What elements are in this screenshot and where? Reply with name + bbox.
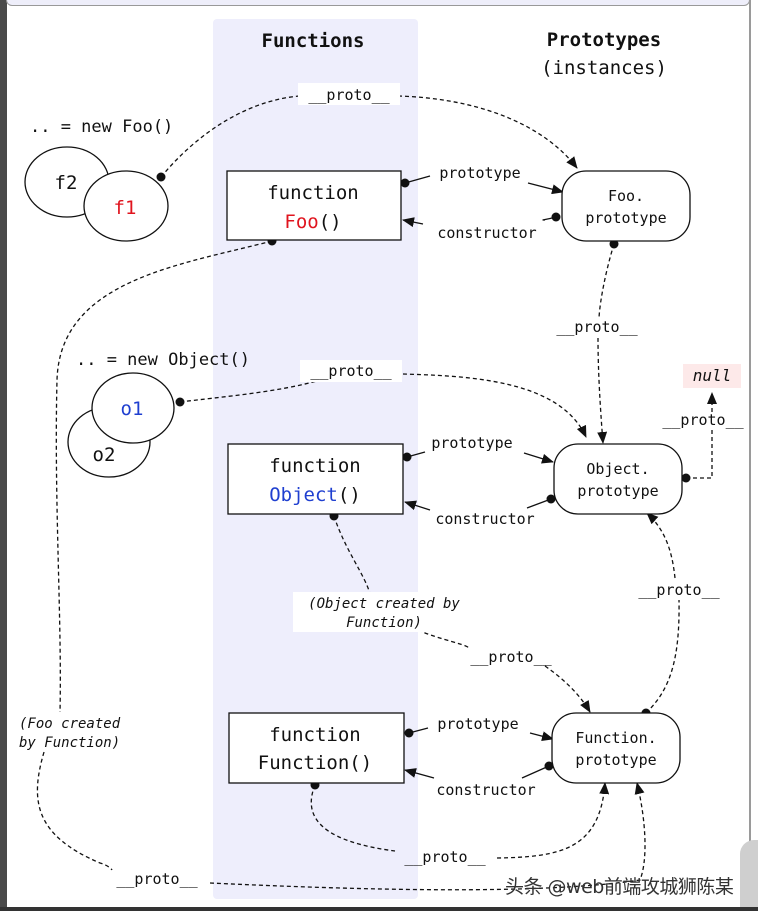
dot-fooproto-constructor [551, 212, 561, 222]
label-function-prototype: prototype [437, 715, 518, 733]
note-foo-created-line1: (Foo created [19, 716, 121, 732]
edge-function-fn-proto [310, 784, 396, 852]
function-prototype-line1: Function. [575, 729, 656, 747]
dot-object-prototype [402, 452, 412, 462]
dot-objproto-constructor [546, 494, 556, 504]
prototypes-subheader: (instances) [541, 57, 667, 79]
label-proto-funcproto: __proto__ [638, 581, 720, 599]
label-proto-foo: __proto__ [116, 870, 198, 888]
watermark-text: 头条 @web前端攻城狮陈某 [505, 876, 734, 898]
label-proto-fooproto: __proto__ [556, 318, 638, 336]
function-foo-name: Foo [284, 211, 318, 233]
edge-foo-prototype-2 [527, 182, 564, 195]
function-object-name: Object [269, 484, 338, 506]
dot-objproto-proto [681, 473, 691, 483]
function-function-name: Function() [258, 752, 372, 774]
function-function-keyword: function [269, 724, 361, 746]
null-badge-bg [683, 364, 741, 388]
window-left-border [0, 0, 7, 911]
function-object-box [227, 443, 404, 515]
note-object-bg [293, 592, 475, 632]
edge-object-fn-proto-3 [544, 665, 591, 713]
label-proto-function: __proto__ [404, 848, 486, 866]
prototypes-header: Prototypes [547, 29, 661, 51]
function-object-name-line: Object() [269, 484, 361, 506]
instance-f1 [83, 170, 169, 242]
function-function-box [228, 712, 405, 784]
instance-o2-label: o2 [93, 444, 116, 466]
dot-function-prototype [404, 728, 414, 738]
function-foo-box [226, 170, 402, 241]
function-foo-keyword: function [267, 182, 359, 204]
dot-foo-prototype [400, 178, 410, 188]
instance-f2-label: f2 [55, 172, 78, 194]
edge-foo-fn-proto-2 [36, 751, 113, 871]
edge-object-fn-proto-2 [417, 629, 469, 649]
function-foo-parens: () [319, 211, 342, 233]
functions-header: Functions [262, 30, 365, 52]
edge-function-constructor-2 [404, 768, 435, 779]
label-object-prototype: prototype [431, 434, 512, 452]
foo-prototype-line1: Foo. [608, 187, 644, 205]
label-proto-objproto: __proto__ [662, 411, 744, 429]
window-right-gutter [751, 0, 758, 911]
new-object-caption: .. = new Object() [76, 350, 250, 370]
label-foo-constructor: constructor [437, 224, 536, 242]
edge-object-constructor-2 [404, 500, 431, 511]
edge-o1-proto-2 [402, 373, 587, 438]
edge-function-constructor [521, 765, 550, 779]
foo-prototype-line2: prototype [585, 209, 666, 227]
object-prototype-line1: Object. [586, 460, 649, 478]
edge-function-fn-proto-2 [496, 782, 610, 859]
instance-o1-label: o1 [121, 398, 144, 420]
edge-funcproto-proto [645, 599, 680, 714]
label-object-constructor: constructor [435, 510, 534, 528]
dot-fooproto-proto [609, 239, 619, 249]
instance-f1-label: f1 [114, 197, 137, 219]
dot-f1 [156, 172, 166, 182]
edge-funcproto-proto-2 [646, 512, 676, 579]
window-bottom-border [0, 907, 758, 911]
corner-decoration [740, 840, 758, 911]
note-object-created-line1: (Object created by [308, 596, 460, 612]
note-foo-created-line2: by Function) [19, 735, 120, 751]
window-right-border [749, 0, 751, 911]
dot-funcproto-constructor [544, 761, 554, 771]
function-object-parens: () [338, 484, 361, 506]
null-label: null [693, 366, 732, 385]
edge-function-prototype-2 [529, 731, 554, 742]
edge-foo-fn-proto-3 [209, 782, 646, 891]
function-foo-name-line: Foo() [284, 211, 341, 233]
function-prototype-line2: prototype [575, 751, 656, 769]
edge-f1-proto-2 [397, 95, 578, 169]
function-prototype-node [551, 712, 681, 784]
edge-object-prototype-2 [523, 452, 554, 464]
edge-object-fn-proto [333, 515, 371, 595]
function-object-keyword: function [269, 455, 361, 477]
label-proto-object: __proto__ [470, 648, 552, 666]
label-proto-o1: __proto__ [310, 362, 392, 380]
edge-objproto-null [686, 430, 713, 479]
object-prototype-node [553, 443, 683, 515]
object-prototype-line2: prototype [577, 482, 658, 500]
proto-label-bg-2 [300, 360, 402, 382]
label-foo-prototype: prototype [439, 164, 520, 182]
edge-fooproto-proto [598, 243, 615, 319]
new-foo-caption: .. = new Foo() [30, 117, 173, 137]
proto-label-bg-1 [298, 83, 400, 105]
label-proto-f1: __proto__ [308, 86, 390, 104]
edge-f1-proto [160, 95, 301, 178]
note-object-created-line2: Function) [346, 615, 422, 631]
edge-fooproto-proto-2 [597, 337, 608, 444]
label-function-constructor: constructor [436, 781, 535, 799]
edge-foo-constructor-2 [402, 217, 424, 228]
dot-o1 [175, 397, 185, 407]
edge-o1-proto [179, 379, 321, 403]
foo-prototype-node [561, 170, 691, 242]
instance-o1 [91, 372, 175, 444]
